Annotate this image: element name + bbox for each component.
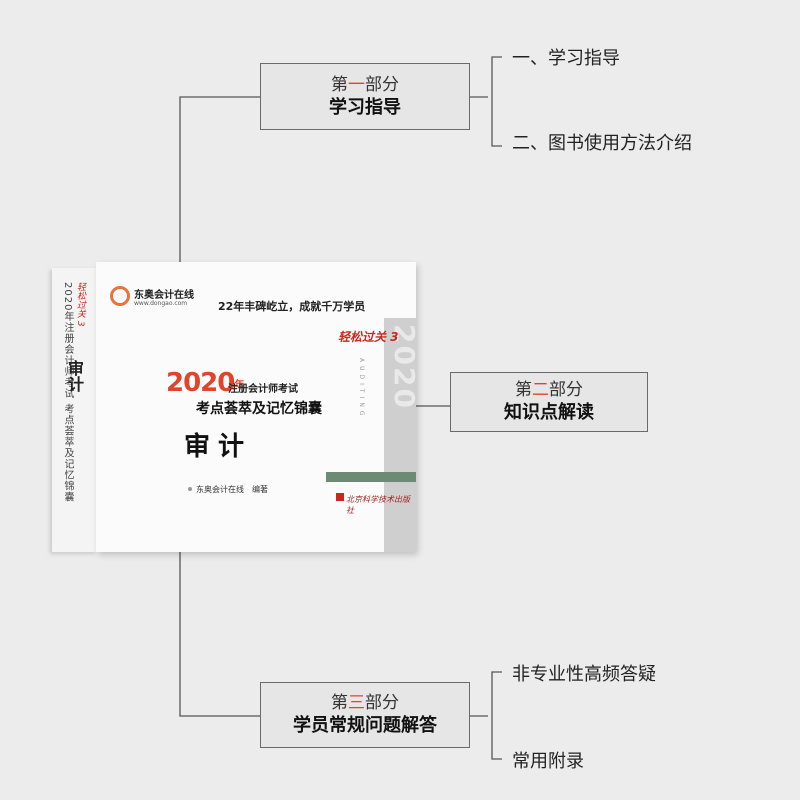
cover-publisher: 北京科学技术出版社 (346, 495, 410, 515)
cover-year: 2020年 (166, 368, 244, 398)
part-two-box: 第二部分 知识点解读 (450, 372, 648, 432)
part-three-item-1: 非专业性高频答疑 (512, 664, 656, 685)
book-spine: 2020年注册会计师考试 考点荟萃及记忆锦囊 轻松过关 3 审计 (52, 268, 97, 552)
cover-side-band (384, 318, 416, 552)
cover-author: 东奥会计在线 编著 (196, 485, 268, 494)
spine-mark: 轻松过关 3 (75, 282, 85, 327)
part-two-label: 第二部分 (515, 380, 583, 400)
part-one-label: 第一部分 (331, 74, 399, 95)
part-three-label: 第三部分 (331, 693, 399, 713)
cover-exam-name: 注册会计师考试 (228, 384, 298, 395)
part-one-item-2: 二、图书使用方法介绍 (512, 133, 692, 154)
author-dot-icon (188, 487, 192, 491)
book-image: 2020年注册会计师考试 考点荟萃及记忆锦囊 轻松过关 3 审计 2020 AU… (52, 262, 421, 552)
part-three-item-2: 常用附录 (512, 751, 584, 772)
part-two-title: 知识点解读 (504, 402, 594, 423)
cover-auditing: AUDITING (358, 358, 365, 420)
cover-subject: 审计 (184, 432, 253, 462)
cover-subtitle: 考点荟萃及记忆锦囊 (196, 401, 322, 417)
part-one-item-1: 一、学习指导 (512, 48, 620, 69)
cover-year-vertical: 2020 (388, 324, 421, 410)
part-one-title: 学习指导 (329, 96, 401, 118)
publisher-logo-icon (336, 493, 344, 501)
spine-series: 2020年注册会计师考试 考点荟萃及记忆锦囊 (62, 282, 73, 503)
brand-logo-icon (110, 286, 130, 306)
brand-name: 东奥会计在线 (134, 290, 194, 301)
series-mark: 轻松过关 3 (338, 330, 399, 344)
spine-title: 审计 (65, 360, 84, 392)
cover-green-strip (326, 472, 416, 482)
brand-url: www.dongao.com (134, 300, 188, 307)
part-one-box: 第一部分 学习指导 (260, 63, 470, 130)
part-three-title: 学员常规问题解答 (293, 715, 437, 736)
part-three-box: 第三部分 学员常规问题解答 (260, 682, 470, 748)
book-cover: 2020 AUDITING 东奥会计在线 www.dongao.com 22年丰… (96, 262, 421, 552)
cover-slogan: 22年丰碑屹立，成就千万学员 (218, 300, 366, 313)
